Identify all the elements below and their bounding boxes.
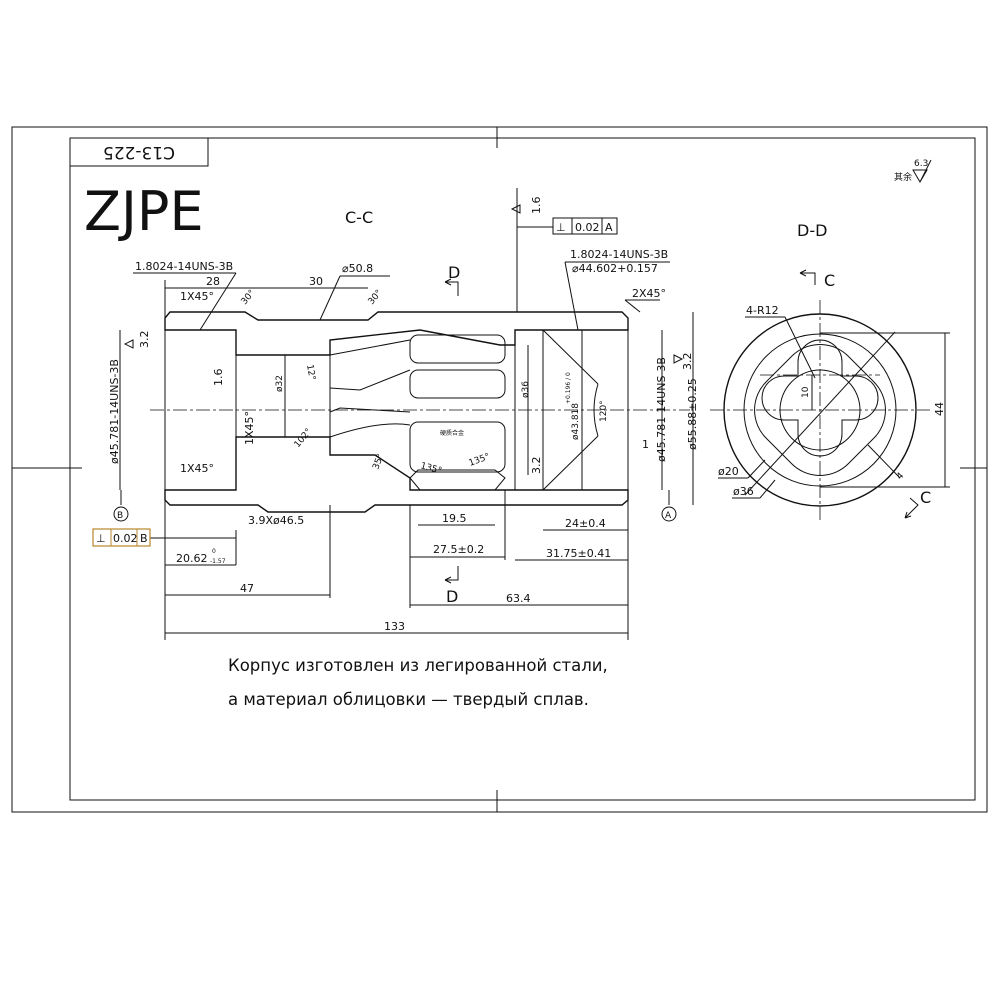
tolerance-frame-b: ⊥ 0.02 B — [92, 528, 151, 547]
drawing-code: C13-225 — [103, 142, 175, 162]
tolerance-frame-a: ⊥ 0.02 A — [552, 217, 618, 235]
svg-text:102°: 102° — [293, 427, 315, 450]
svg-text:30°: 30° — [367, 288, 385, 307]
roughness-marks: 3.2 1.6 1.6 3.2 3.2 — [123, 197, 694, 475]
svg-text:ø43.818: ø43.818 — [571, 403, 581, 440]
svg-text:63.4: 63.4 — [506, 592, 531, 605]
svg-text:120°: 120° — [599, 400, 609, 422]
svg-text:1.8024-14UNS-3B: 1.8024-14UNS-3B — [570, 248, 668, 261]
svg-text:4: 4 — [895, 471, 906, 482]
svg-text:1.6: 1.6 — [530, 197, 543, 215]
svg-text:B: B — [140, 532, 148, 545]
dimension-lines — [119, 188, 816, 640]
section-cc-body — [150, 311, 690, 513]
svg-text:A: A — [605, 221, 613, 234]
svg-text:ø36: ø36 — [521, 381, 531, 398]
svg-text:19.5: 19.5 — [442, 512, 467, 525]
svg-text:ø45.781-14UNS-3B: ø45.781-14UNS-3B — [108, 359, 121, 464]
svg-text:135°: 135° — [419, 461, 443, 476]
svg-text:硬质合金: 硬质合金 — [440, 429, 464, 437]
svg-text:A: A — [665, 511, 672, 521]
svg-text:ø45.781-14UNS-3B: ø45.781-14UNS-3B — [655, 357, 668, 462]
datum-b: B — [113, 506, 129, 522]
section-dd-view: 4-R12 10 44 ø20 ø36 4 — [710, 300, 950, 520]
svg-text:6.3: 6.3 — [914, 159, 928, 169]
center-marks — [12, 127, 987, 812]
svg-text:1.8024-14UNS-3B: 1.8024-14UNS-3B — [135, 260, 233, 273]
note-line-1: Корпус изготовлен из легированной стали, — [228, 656, 608, 675]
svg-text:1X45°: 1X45° — [243, 411, 256, 445]
svg-text:28: 28 — [206, 275, 220, 288]
svg-text:C: C — [824, 271, 835, 290]
inner-frame — [69, 137, 976, 801]
svg-text:3.2: 3.2 — [681, 353, 694, 371]
svg-text:0.02: 0.02 — [113, 532, 138, 545]
section-cc-title: C-C — [345, 208, 373, 227]
svg-text:ø36: ø36 — [733, 485, 754, 498]
svg-text:⊥: ⊥ — [556, 221, 566, 234]
svg-text:ø20: ø20 — [718, 465, 739, 478]
svg-text:135°: 135° — [468, 452, 492, 469]
svg-text:ø55.88±0.25: ø55.88±0.25 — [686, 378, 699, 450]
svg-text:3.9Xø46.5: 3.9Xø46.5 — [248, 514, 304, 527]
svg-text:3.2: 3.2 — [138, 331, 151, 349]
svg-text:⌀50.8: ⌀50.8 — [342, 262, 373, 275]
svg-text:1X45°: 1X45° — [180, 290, 214, 303]
svg-text:30: 30 — [309, 275, 323, 288]
svg-text:47: 47 — [240, 582, 254, 595]
svg-text:1X45°: 1X45° — [180, 462, 214, 475]
svg-text:12°: 12° — [304, 364, 317, 381]
svg-text:-1.57: -1.57 — [210, 558, 226, 565]
svg-text:31.75±0.41: 31.75±0.41 — [546, 547, 611, 560]
svg-text:30°: 30° — [240, 288, 258, 307]
section-dd-title: D-D — [797, 221, 827, 240]
section-markers: D D C C — [444, 263, 931, 606]
svg-text:133: 133 — [384, 620, 405, 633]
svg-text:D: D — [448, 263, 460, 282]
general-roughness: 其余 6.3 — [894, 159, 932, 183]
logo: ZJPE — [84, 180, 204, 243]
svg-text:4-R12: 4-R12 — [746, 304, 779, 317]
svg-text:+0.196 / 0: +0.196 / 0 — [565, 372, 572, 404]
svg-text:其余: 其余 — [894, 171, 912, 183]
note-line-2: а материал облицовки — твердый сплав. — [228, 690, 589, 709]
cc-annotations: 1.8024-14UNS-3B 28 1X45° 30° 30 ⌀50.8 30… — [108, 248, 699, 633]
svg-text:0: 0 — [212, 548, 216, 555]
svg-text:0.02: 0.02 — [575, 221, 600, 234]
svg-text:2X45°: 2X45° — [632, 287, 666, 300]
svg-text:27.5±0.2: 27.5±0.2 — [433, 543, 484, 556]
svg-text:10: 10 — [801, 386, 811, 398]
svg-text:⊥: ⊥ — [96, 532, 106, 545]
code-box — [69, 137, 209, 167]
svg-text:⌀44.602+0.157: ⌀44.602+0.157 — [572, 262, 658, 275]
svg-text:24±0.4: 24±0.4 — [565, 517, 606, 530]
svg-text:3.2: 3.2 — [530, 457, 543, 475]
svg-text:C: C — [920, 488, 931, 507]
datum-a: A — [661, 506, 677, 522]
svg-text:1.6: 1.6 — [212, 369, 225, 387]
svg-text:1: 1 — [642, 438, 649, 451]
svg-text:D: D — [446, 587, 458, 606]
svg-text:44: 44 — [933, 402, 946, 416]
outer-frame — [11, 126, 988, 813]
svg-text:ø32: ø32 — [275, 375, 285, 392]
svg-text:20.62: 20.62 — [176, 552, 208, 565]
svg-text:B: B — [117, 511, 123, 521]
